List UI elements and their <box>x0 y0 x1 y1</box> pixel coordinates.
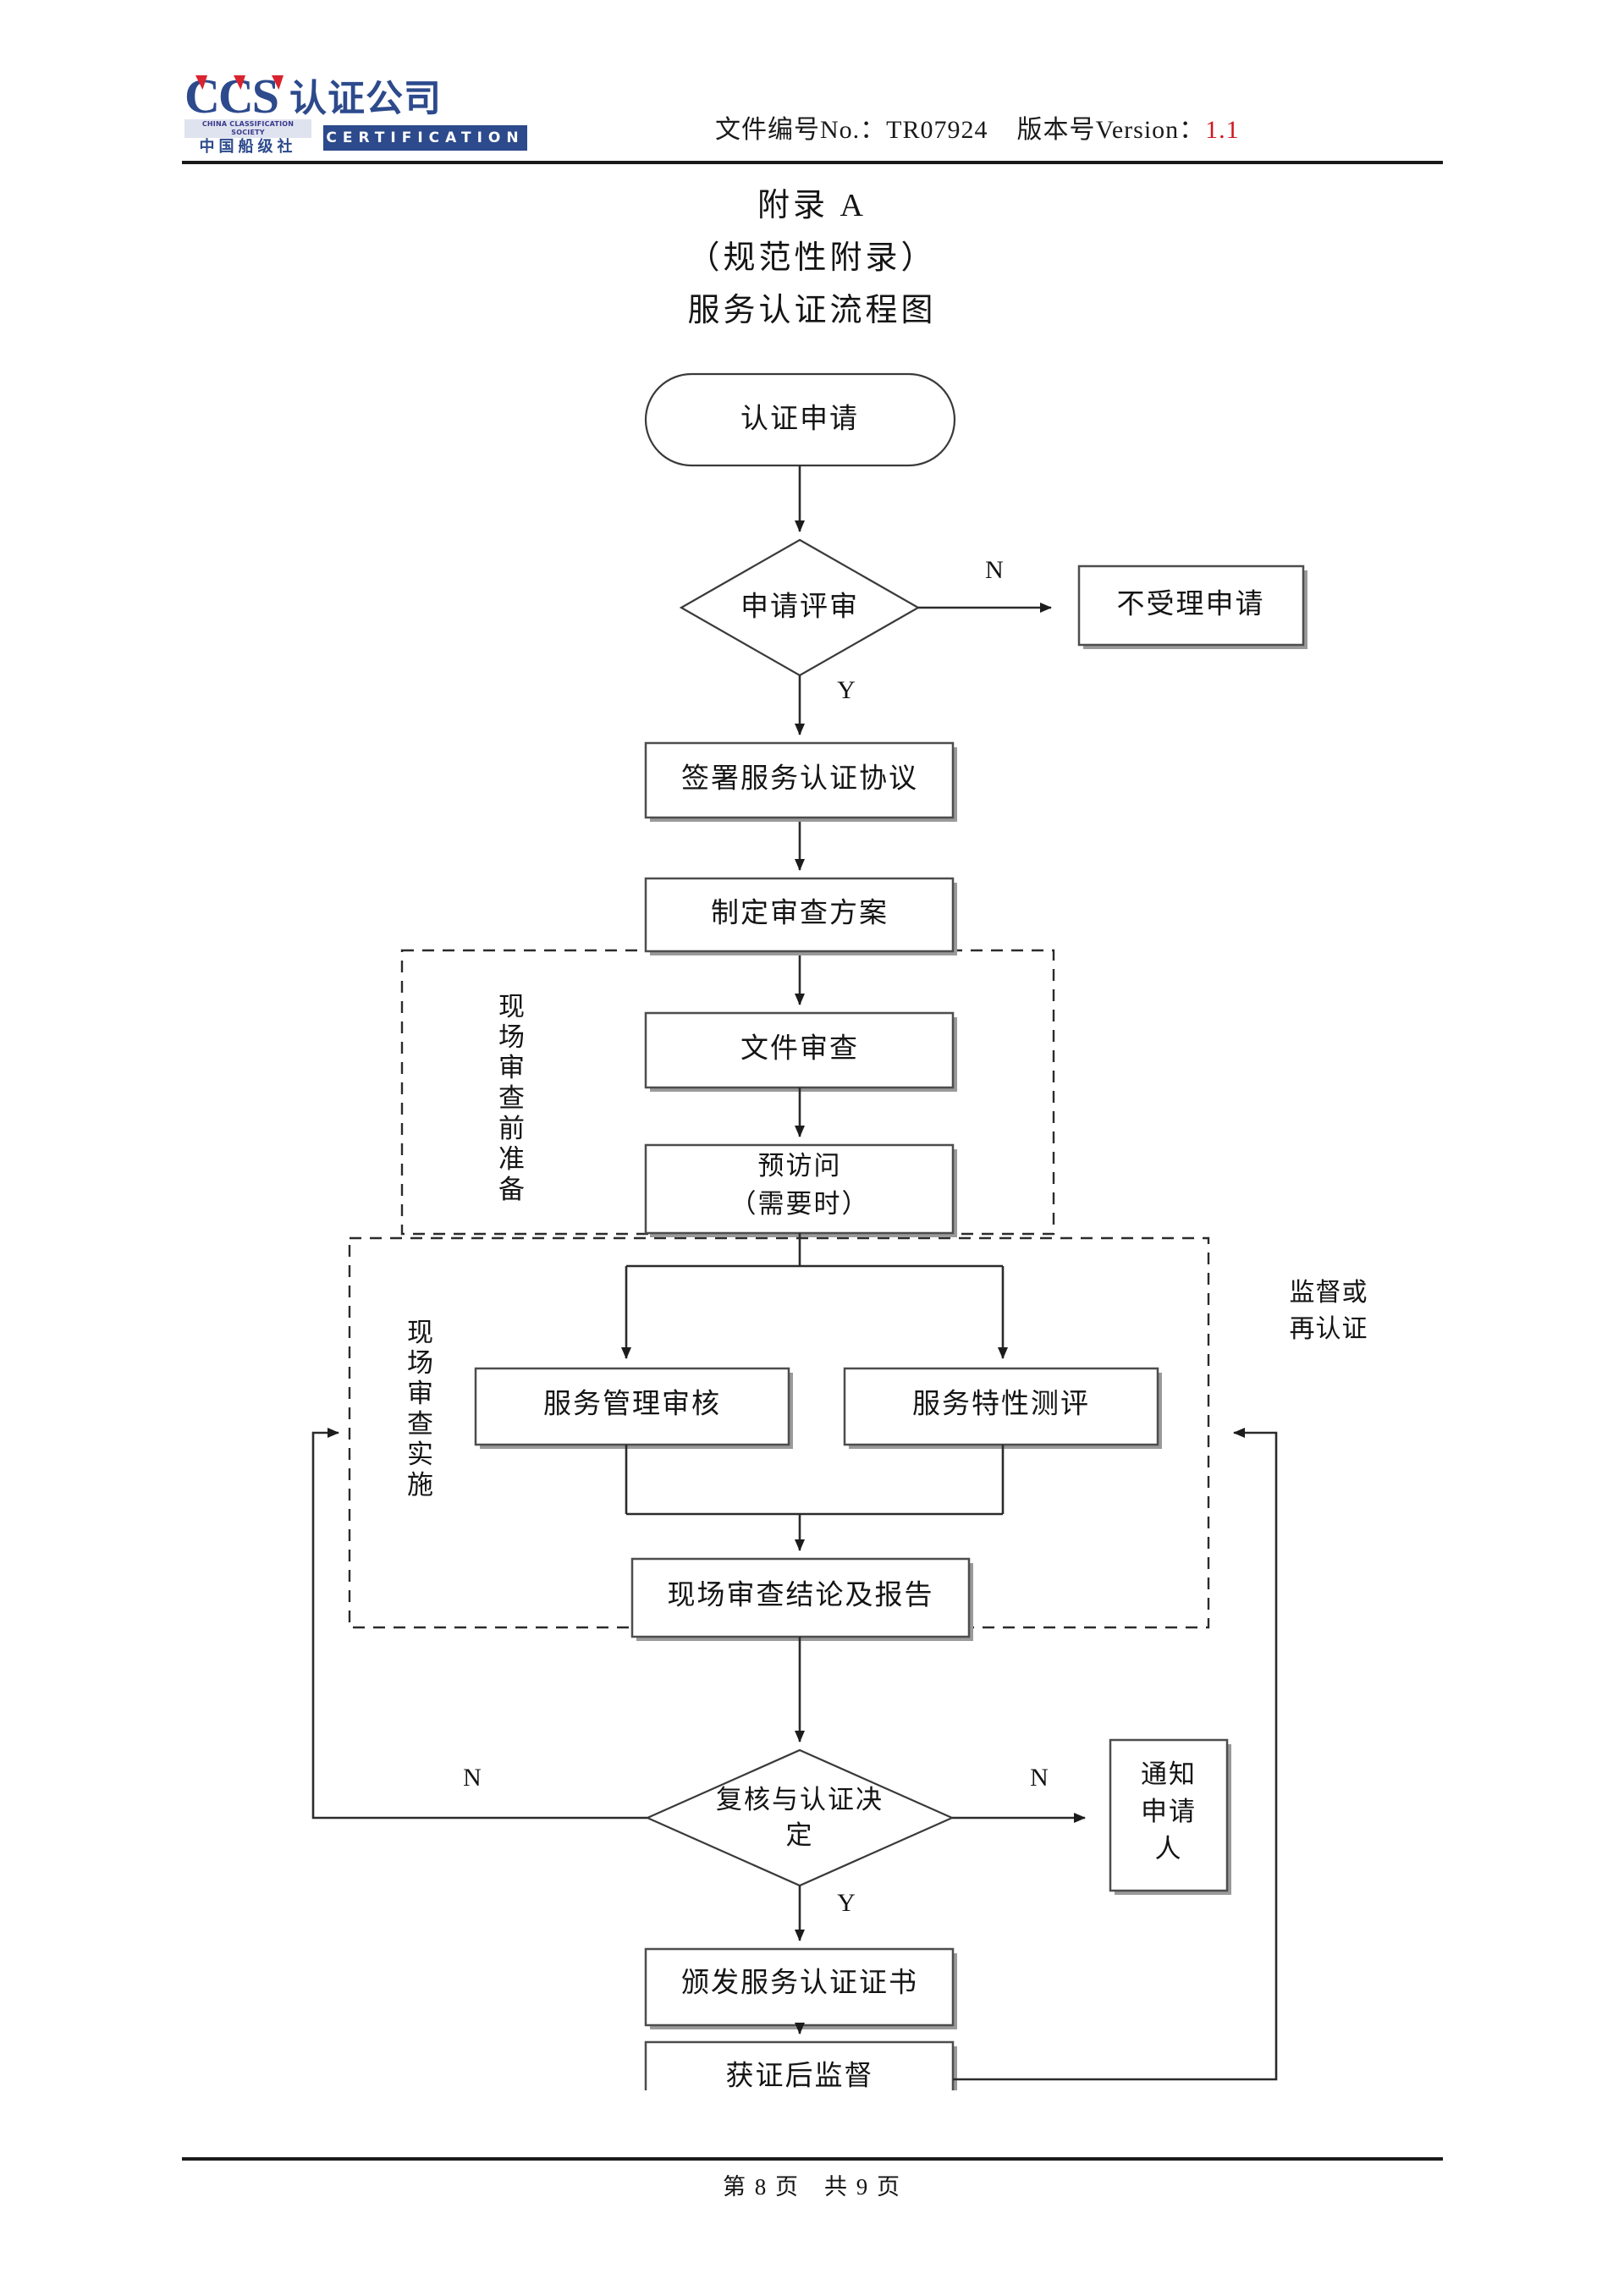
node-sign-agreement: 签署服务认证协议 <box>644 741 957 822</box>
node-final-decision-label-1: 复核与认证决 <box>716 1785 884 1814</box>
node-issue-cert: 颁发服务认证证书 <box>644 1947 957 2029</box>
node-final-decision-label-2: 定 <box>786 1820 814 1850</box>
group-prep-label: 现场审查前准备 <box>498 992 526 1204</box>
document-meta: 文件编号No.：TR07924 版本号Version：1.1 <box>715 108 1240 146</box>
version-label: 版本号Version： <box>1016 116 1206 144</box>
node-start-label: 认证申请 <box>740 404 859 435</box>
label-decision-no-right: N <box>1030 1764 1049 1792</box>
node-review-decision: 申请评审 <box>679 538 921 677</box>
node-pre-visit-label-2: （需要时） <box>730 1189 870 1219</box>
version-value: 1.1 <box>1205 116 1240 144</box>
node-service-mgmt-audit-label: 服务管理审核 <box>543 1389 721 1420</box>
page-title: 服务认证流程图 <box>687 293 937 328</box>
node-service-char-eval-label: 服务特性测评 <box>912 1389 1090 1420</box>
society-name-cn: 中国船级社 <box>199 138 297 156</box>
doc-no-value: TR07924 <box>886 116 988 144</box>
node-pre-visit-label-1: 预访问 <box>758 1151 842 1181</box>
header-divider <box>182 161 1443 164</box>
node-reject: 不受理申请 <box>1077 564 1307 649</box>
label-decision-no-left: N <box>463 1764 482 1792</box>
node-review-decision-label: 申请评审 <box>740 592 859 623</box>
node-doc-review: 文件审查 <box>644 1011 957 1092</box>
label-review-no: N <box>985 556 1004 584</box>
node-onsite-report-label: 现场审查结论及报告 <box>668 1580 934 1611</box>
label-surveillance-1: 监督或 <box>1290 1279 1368 1307</box>
group-onsite-label: 现场审查实施 <box>407 1318 434 1500</box>
node-service-mgmt-audit: 服务管理审核 <box>474 1367 793 1449</box>
node-service-char-eval: 服务特性测评 <box>843 1367 1162 1449</box>
node-post-surveillance-label: 获证后监督 <box>726 2061 874 2090</box>
label-review-yes: Y <box>837 676 856 704</box>
node-issue-cert-label: 颁发服务认证证书 <box>681 1968 918 1999</box>
node-final-decision: 复核与认证决 定 <box>645 1748 955 1887</box>
certification-flowchart: 现场审查前准备 现场审查实施 认证申请 申请评审 N 不受理申请 <box>0 339 1624 2090</box>
node-doc-review-label: 文件审查 <box>740 1033 859 1065</box>
node-sign-agreement-label: 签署服务认证协议 <box>681 763 918 795</box>
edge-decision-no-left <box>311 1428 647 1820</box>
node-post-surveillance: 获证后监督 <box>644 2040 957 2090</box>
node-make-plan: 制定审查方案 <box>644 877 957 955</box>
logo-bottom-row: CHINA CLASSIFICATION SOCIETY 中国船级社 CERTI… <box>184 119 527 157</box>
page-number: 第 8 页 共 9 页 <box>723 2174 901 2200</box>
node-notify-applicant: 通知申请人 <box>1109 1738 1231 1895</box>
label-surveillance-2: 再认证 <box>1290 1315 1368 1343</box>
appendix-label: 附录 A <box>757 188 867 223</box>
ccs-wordmark: CCS <box>184 72 284 121</box>
group-onsite-box: 现场审查实施 <box>348 1236 1210 1629</box>
node-onsite-report: 现场审查结论及报告 <box>630 1557 973 1641</box>
edge-surveillance-loop <box>953 1428 1278 2081</box>
brand-name-cn: 认证公司 <box>289 77 443 120</box>
footer-divider <box>182 2157 1443 2161</box>
doc-no-label: 文件编号No.： <box>715 116 887 144</box>
ccs-logo: CCS 认证公司 CHINA CLASSIFICATION SOCIETY 中国… <box>184 69 527 157</box>
appendix-subtitle: （规范性附录） <box>687 240 937 276</box>
appendix-title-block: 附录 A （规范性附录） 服务认证流程图 <box>0 179 1624 337</box>
label-decision-yes: Y <box>837 1889 856 1917</box>
node-start: 认证申请 <box>644 372 956 467</box>
node-notify-applicant-label: 通知申请人 <box>1141 1759 1197 1864</box>
society-block: CHINA CLASSIFICATION SOCIETY 中国船级社 <box>184 119 311 157</box>
society-name-en: CHINA CLASSIFICATION SOCIETY <box>184 119 311 138</box>
node-reject-label: 不受理申请 <box>1117 589 1265 620</box>
logo-top-row: CCS 认证公司 <box>184 69 527 121</box>
node-make-plan-label: 制定审查方案 <box>711 898 889 929</box>
document-header: CCS 认证公司 CHINA CLASSIFICATION SOCIETY 中国… <box>0 0 1624 173</box>
node-pre-visit: 预访问 （需要时） <box>644 1143 957 1237</box>
certification-banner: CERTIFICATION <box>323 125 527 151</box>
